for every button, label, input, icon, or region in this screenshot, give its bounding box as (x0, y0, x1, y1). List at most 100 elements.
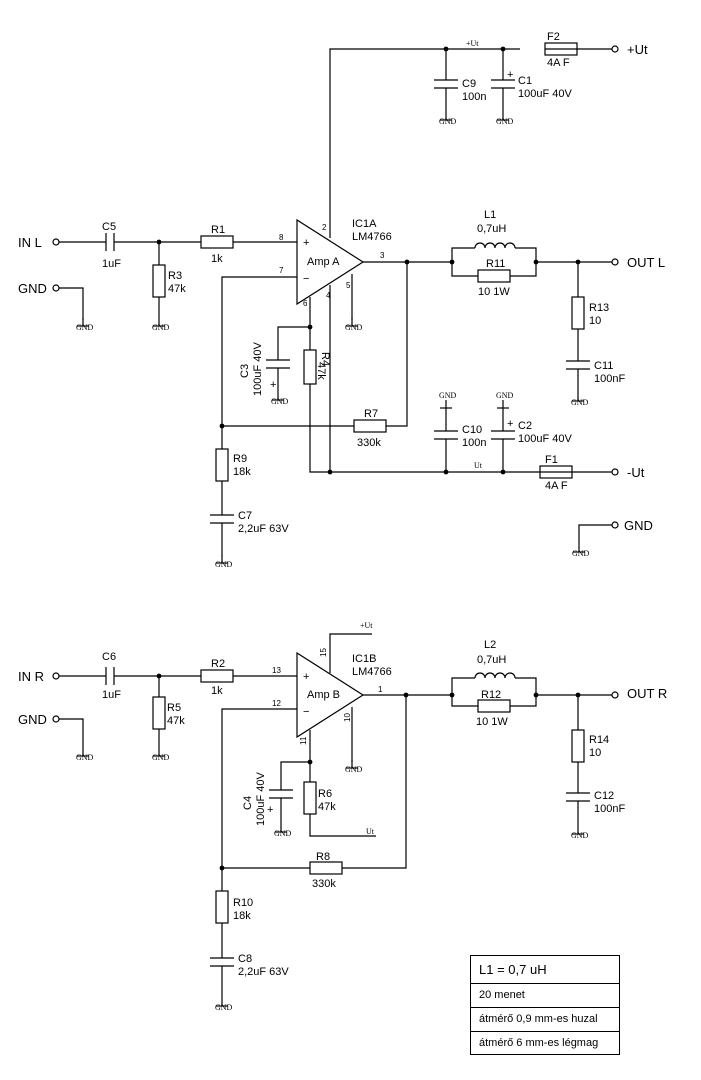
notes-line: átmérő 6 mm-es légmag (479, 1037, 599, 1049)
r5-ref: R5 (167, 702, 181, 714)
r9-value: 18k (233, 466, 251, 478)
notes-title: L1 = 0,7 uH (471, 956, 619, 984)
c2-value: 100uF 40V (518, 433, 572, 445)
r13-resistor (571, 296, 585, 330)
r3-resistor (152, 264, 166, 298)
plus-ut-terminal (611, 45, 619, 53)
c9-value: 100n (462, 91, 486, 103)
pin-10: 10 (343, 713, 352, 722)
out-l-terminal (611, 258, 619, 266)
r3-ref: R3 (168, 270, 182, 282)
pin-8: 8 (279, 233, 284, 242)
amp-b-opamp: + − Amp B IC1B LM4766 13 12 1 15 11 10 (272, 648, 392, 745)
c12-ref: C12 (594, 790, 614, 802)
r8-value: 330k (312, 878, 336, 890)
r7-value: 330k (357, 437, 381, 449)
r8-resistor (309, 861, 343, 875)
out-l-label: OUT L (627, 255, 665, 270)
r10-resistor (215, 890, 229, 924)
gnd-text: GND (572, 549, 590, 558)
gnd-text: GND (76, 753, 94, 762)
c10-value: 100n (462, 437, 486, 449)
f2-value: 4A F (547, 57, 570, 69)
l2-ref: L2 (484, 639, 496, 651)
r5-value: 47k (167, 715, 185, 727)
in-l-label: IN L (18, 235, 42, 250)
ic1b-part: LM4766 (352, 666, 392, 678)
amp-a-minus: − (303, 273, 309, 285)
gnd-l-terminal (52, 284, 60, 292)
gnd-text: GND (571, 831, 589, 840)
r6-value: 47k (318, 801, 336, 813)
gnd-text: GND (152, 323, 170, 332)
ic1b-ref: IC1B (352, 653, 376, 665)
gnd-text: GND (271, 397, 289, 406)
l1-inductor (474, 242, 516, 249)
f2-ref: F2 (547, 31, 560, 43)
c11-value: 100nF (594, 373, 625, 385)
c3-value: 100uF 40V (252, 342, 264, 396)
c7-value: 2,2uF 63V (238, 523, 289, 535)
in-r-label: IN R (18, 669, 44, 684)
input-left-section: IN L GND GND C5 1uF GND R3 47k R1 1k (18, 221, 297, 332)
gnd-r-terminal (52, 715, 60, 723)
r14-ref: R14 (589, 734, 609, 746)
f1-value: 4A F (545, 480, 568, 492)
r14-resistor (571, 729, 585, 763)
r14-value: 10 (589, 747, 601, 759)
c6-ref: C6 (102, 651, 116, 663)
pin-5: 5 (346, 281, 351, 290)
r2-ref: R2 (211, 658, 225, 670)
r1-resistor (200, 235, 234, 249)
gnd-supply-terminal (611, 521, 619, 529)
gnd-text: GND (215, 560, 233, 569)
pin-12: 12 (272, 699, 281, 708)
minus-ut-terminal (611, 468, 619, 476)
c3-ref: C3 (239, 364, 251, 378)
r11-resistor (477, 269, 511, 283)
c8-value: 2,2uF 63V (238, 966, 289, 978)
out-r-terminal (611, 691, 619, 699)
r9-resistor (215, 448, 229, 482)
plus-ut-rail-text: +Ut (360, 621, 373, 630)
r6-ref: R6 (318, 788, 332, 800)
r2-resistor (200, 669, 234, 683)
gnd-text: GND (439, 391, 457, 400)
gnd-l-label: GND (18, 281, 47, 296)
r10-value: 18k (233, 910, 251, 922)
c6-value: 1uF (102, 689, 121, 701)
c2-polarity: + (507, 418, 513, 430)
minus-ut-label: -Ut (627, 465, 645, 480)
gnd-text: GND (345, 323, 363, 332)
amp-a-name: Amp A (307, 256, 340, 268)
plus-ut-rail-text: +Ut (466, 39, 479, 48)
c4-value: 100uF 40V (255, 772, 267, 826)
r6-resistor (303, 781, 317, 815)
pin-11: 11 (299, 736, 308, 745)
in-l-terminal (52, 238, 60, 246)
l2-value: 0,7uH (477, 654, 506, 666)
pin-13: 13 (272, 666, 281, 675)
amp-b-name: Amp B (307, 689, 340, 701)
r1-value: 1k (211, 253, 223, 265)
gnd-text: GND (152, 753, 170, 762)
c5-capacitor (105, 233, 115, 251)
pin-15: 15 (319, 648, 328, 657)
r3-value: 47k (168, 283, 186, 295)
gnd-text: GND (439, 117, 457, 126)
pin-1: 1 (378, 685, 383, 694)
c8-ref: C8 (238, 953, 252, 965)
r7-ref: R7 (364, 408, 378, 420)
c3-polarity: + (270, 379, 276, 391)
c7-ref: C7 (238, 510, 252, 522)
gnd-r-label: GND (18, 712, 47, 727)
gnd-text: GND (571, 398, 589, 407)
r10-ref: R10 (233, 897, 253, 909)
r5-resistor (152, 696, 166, 730)
c1-value: 100uF 40V (518, 88, 572, 100)
notes-line: 20 menet (471, 984, 619, 1008)
amp-b-plus: + (303, 671, 309, 683)
amp-a-plus: + (303, 237, 309, 249)
minus-ut-rail-text: Ut (366, 827, 375, 836)
